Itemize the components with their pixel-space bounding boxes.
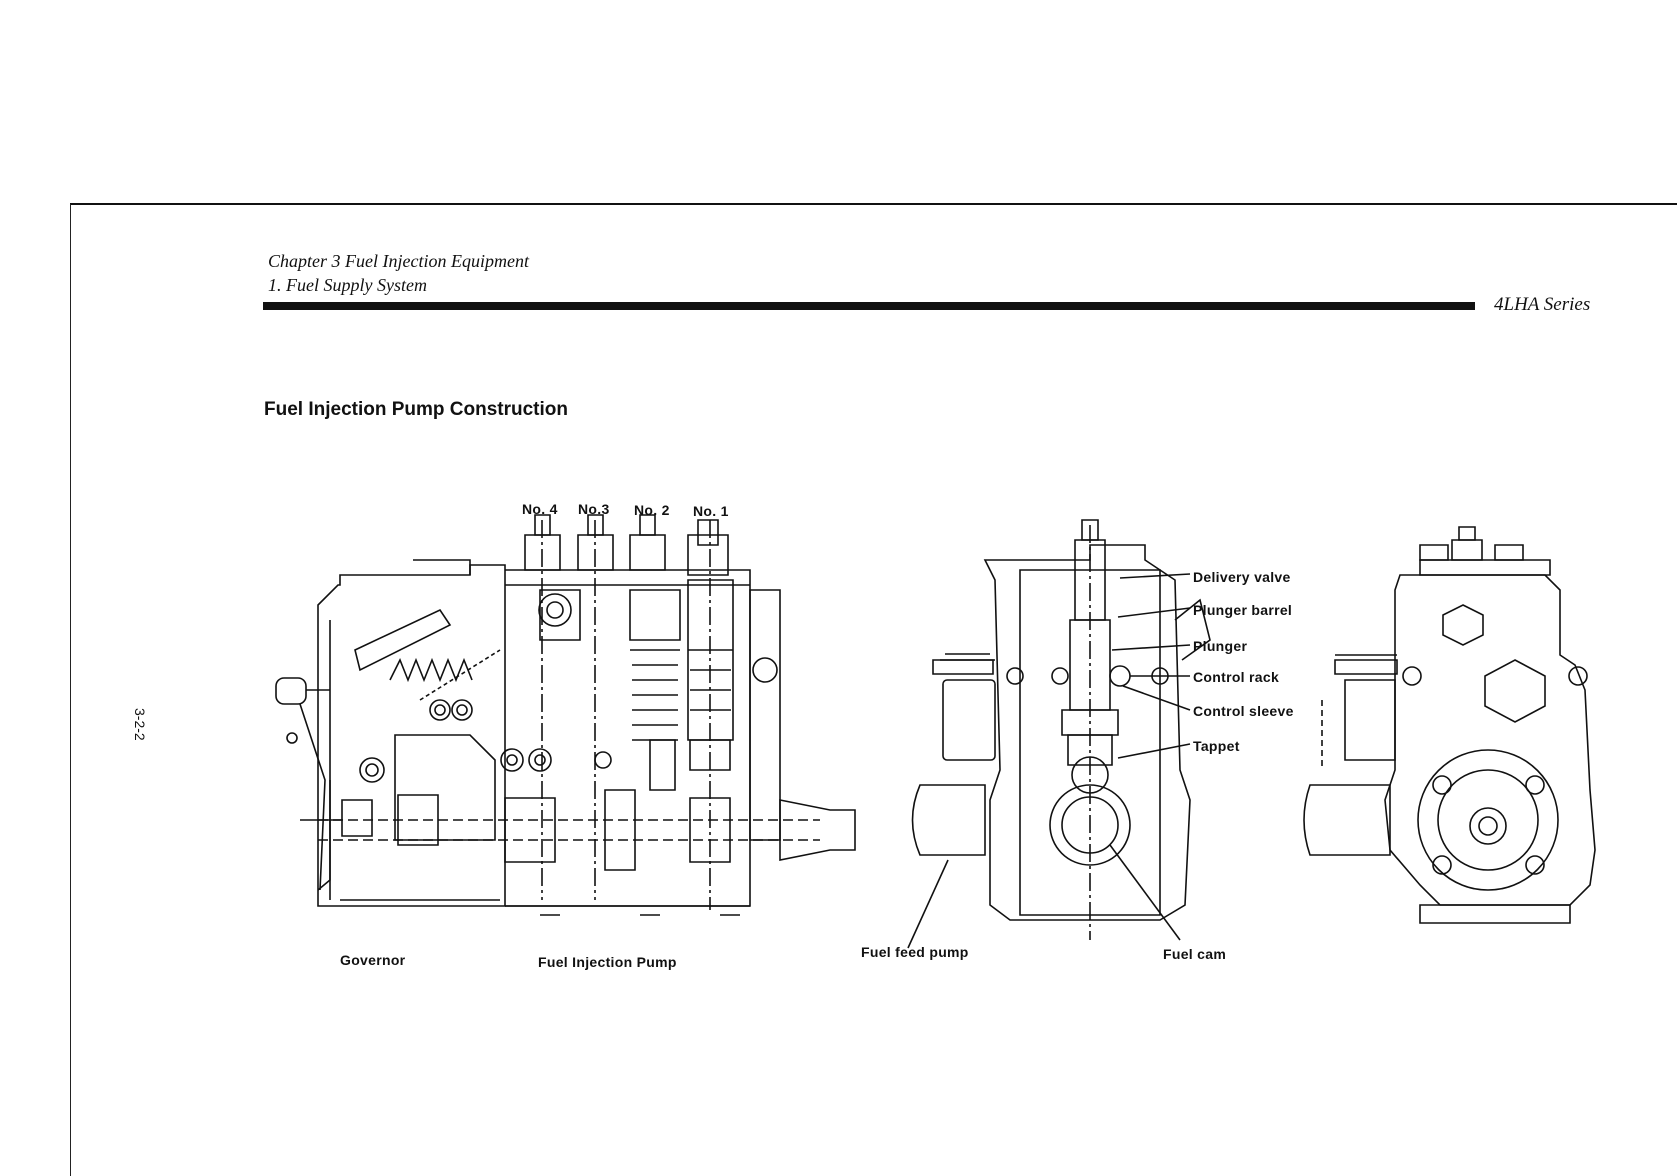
end-exterior-view [1304,527,1595,923]
cylinder-label-no4: No. 4 [522,501,558,517]
caption-fuel-feed-pump: Fuel feed pump [861,944,969,960]
caption-governor: Governor [340,952,405,968]
callout-tappet: Tappet [1193,738,1240,754]
callout-delivery-valve: Delivery valve [1193,569,1291,585]
side-section-view [276,515,855,915]
cylinder-label-no1: No. 1 [693,503,729,519]
caption-fuel-injection-pump: Fuel Injection Pump [538,954,677,970]
callout-plunger-barrel: Plunger barrel [1193,602,1292,618]
cylinder-label-no3: No.3 [578,501,610,517]
callout-plunger: Plunger [1193,638,1247,654]
cylinder-label-no2: No. 2 [634,502,670,518]
callout-control-rack: Control rack [1193,669,1279,685]
caption-fuel-cam: Fuel cam [1163,946,1226,962]
callout-control-sleeve: Control sleeve [1193,703,1294,719]
end-section-view [908,520,1210,948]
